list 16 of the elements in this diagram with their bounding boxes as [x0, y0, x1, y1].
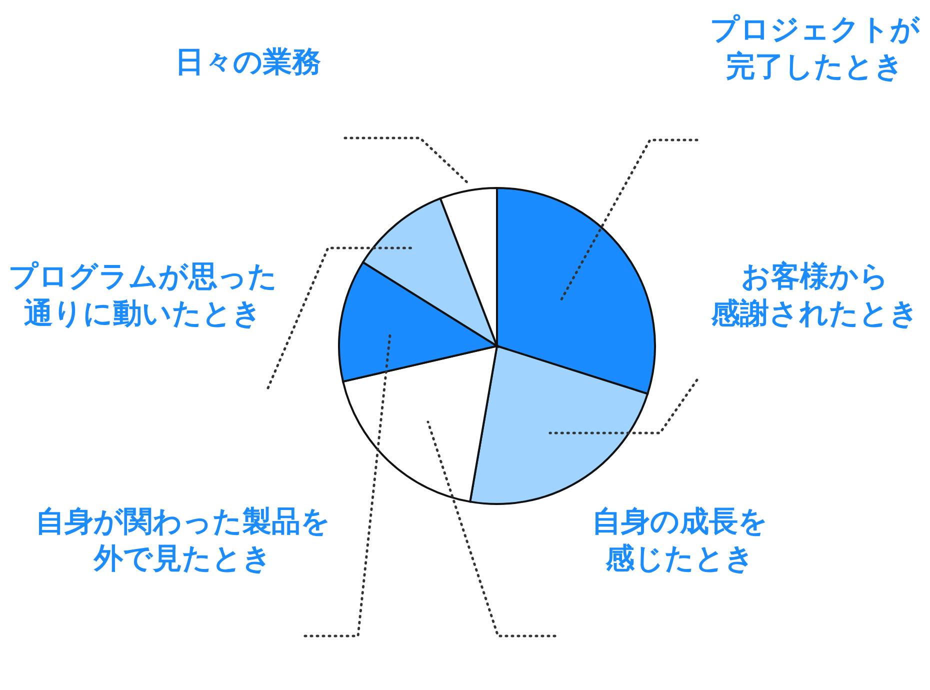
leader-line: [266, 246, 414, 390]
pie-slice: [496, 187, 656, 395]
category-label: プロジェクトが完了したとき: [710, 11, 920, 85]
category-label: 自身の成長を感じたとき: [592, 503, 768, 577]
category-label: お客様から感謝されたとき: [711, 258, 919, 382]
leader-line: [558, 138, 698, 304]
leader-line: [304, 334, 392, 638]
category-label: 自身が関わった製品を外で見たとき: [36, 503, 330, 577]
category-label: プログラムが思った通りに動いたとき: [8, 258, 278, 332]
pie-slice: [338, 261, 498, 383]
pie-slice: [362, 198, 498, 347]
category-label: 日々の業務: [175, 44, 321, 80]
pie-slice: [469, 345, 649, 505]
pie-slice: [342, 345, 498, 503]
leader-line: [426, 420, 556, 638]
leader-line: [548, 378, 698, 434]
